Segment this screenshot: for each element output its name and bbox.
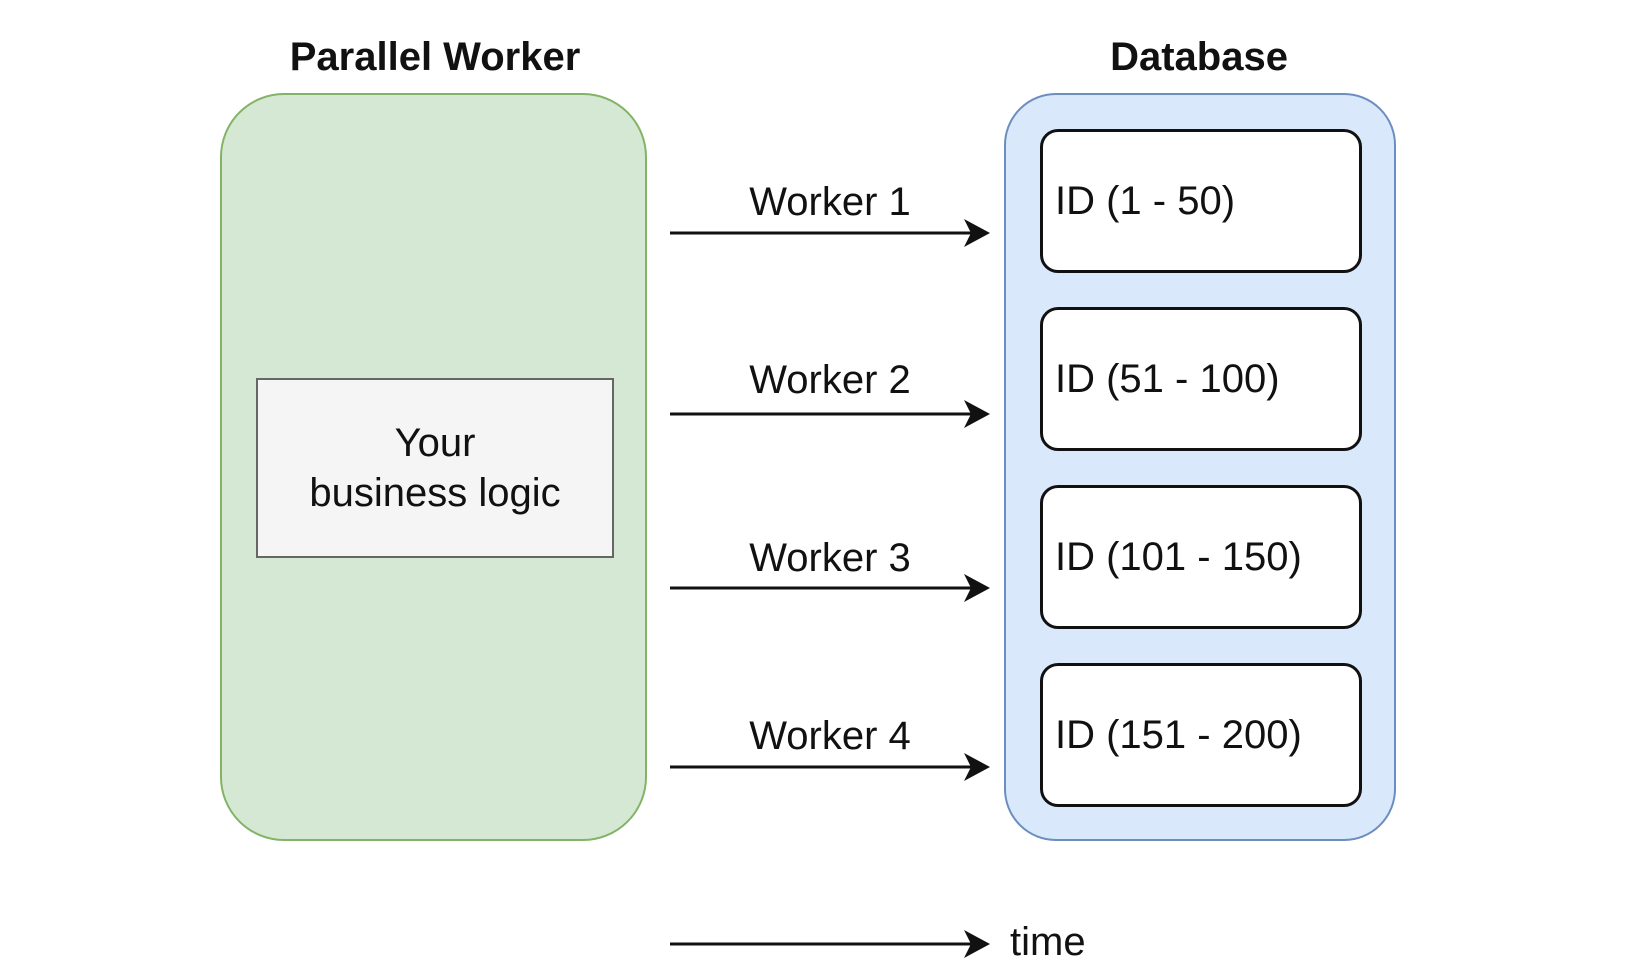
partition-2: ID (51 - 100)	[1040, 307, 1362, 451]
worker-3-label: Worker 3	[749, 536, 911, 580]
partition-4: ID (151 - 200)	[1040, 663, 1362, 807]
time-arrow	[670, 930, 990, 958]
worker-1-label: Worker 1	[749, 180, 911, 224]
business-logic-line-1: Your	[394, 421, 476, 465]
business-logic-box: Your business logic	[256, 378, 614, 558]
worker-2-label: Worker 2	[749, 358, 911, 402]
worker-2-arrow	[670, 400, 990, 428]
business-logic-line-2: business logic	[309, 471, 561, 515]
partition-3: ID (101 - 150)	[1040, 485, 1362, 629]
worker-3-arrow	[670, 574, 990, 602]
worker-4-arrow	[670, 753, 990, 781]
partition-1: ID (1 - 50)	[1040, 129, 1362, 273]
parallel-worker-title: Parallel Worker	[289, 35, 581, 79]
worker-1-arrow	[670, 219, 990, 247]
database-title: Database	[1110, 35, 1288, 79]
worker-4-label: Worker 4	[749, 714, 911, 758]
time-label: time	[1010, 920, 1086, 964]
